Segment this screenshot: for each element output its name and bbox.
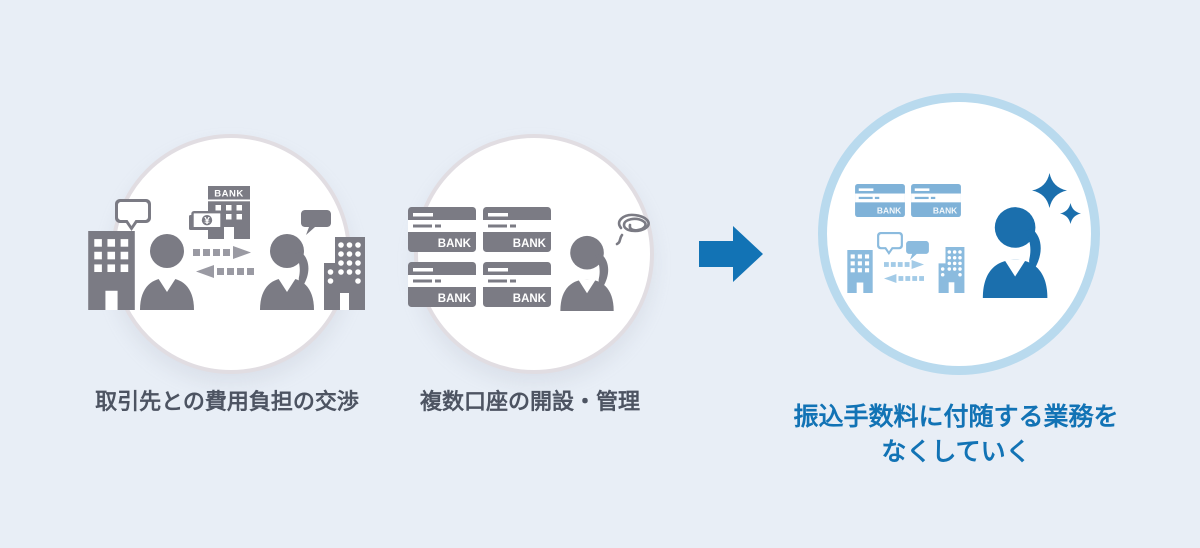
step3-caption-line1: 振込手数料に付随する業務を [793, 403, 1119, 431]
bank-card-icon: BANK [483, 262, 551, 307]
money-icon: ¥ [189, 211, 223, 230]
dashed-arrow-left-icon [884, 274, 924, 283]
office-building-icon [845, 250, 875, 293]
dashed-arrow-left-icon [196, 265, 254, 278]
speech-bubble-outline-icon [877, 232, 903, 255]
yen-symbol-label: ¥ [204, 216, 210, 227]
office-building-icon [324, 237, 365, 310]
speech-bubble-filled-icon [905, 241, 930, 260]
bank-sign-label: BANK [214, 189, 243, 200]
confusion-scribble-icon [612, 211, 654, 247]
bank-card-icon: BANK [408, 207, 476, 252]
dashed-arrow-right-icon [884, 260, 924, 269]
bank-card-icon: BANK [911, 184, 961, 217]
office-building-icon [88, 231, 135, 310]
bank-card-icon: BANK [408, 262, 476, 307]
bank-card-label: BANK [438, 293, 472, 305]
businessman-icon [137, 228, 197, 310]
bank-card-label: BANK [513, 293, 547, 305]
step2-caption: 複数口座の開設・管理 [419, 389, 640, 414]
speech-bubble-filled-icon [300, 210, 332, 235]
bank-card-label: BANK [933, 205, 957, 215]
step3-caption-line2: なくしていく [881, 438, 1031, 466]
bank-card-label: BANK [877, 205, 901, 215]
businesswoman-icon [978, 200, 1057, 298]
bank-card-label: BANK [513, 238, 547, 250]
step2-circle [414, 134, 654, 374]
businesswoman-icon [256, 228, 322, 310]
bank-card-label: BANK [438, 238, 472, 250]
office-building-icon [935, 247, 968, 293]
sparkle-icon [1060, 203, 1081, 224]
step1-caption: 取引先との費用負担の交渉 [95, 389, 359, 414]
step3-caption: 振込手数料に付随する業務を なくしていく [756, 400, 1156, 470]
speech-bubble-outline-icon [115, 199, 151, 231]
dashed-arrow-right-icon [193, 246, 251, 259]
flow-arrow-icon [699, 224, 765, 284]
step3-circle [818, 93, 1100, 375]
bank-card-icon: BANK [855, 184, 905, 217]
bank-card-icon: BANK [483, 207, 551, 252]
